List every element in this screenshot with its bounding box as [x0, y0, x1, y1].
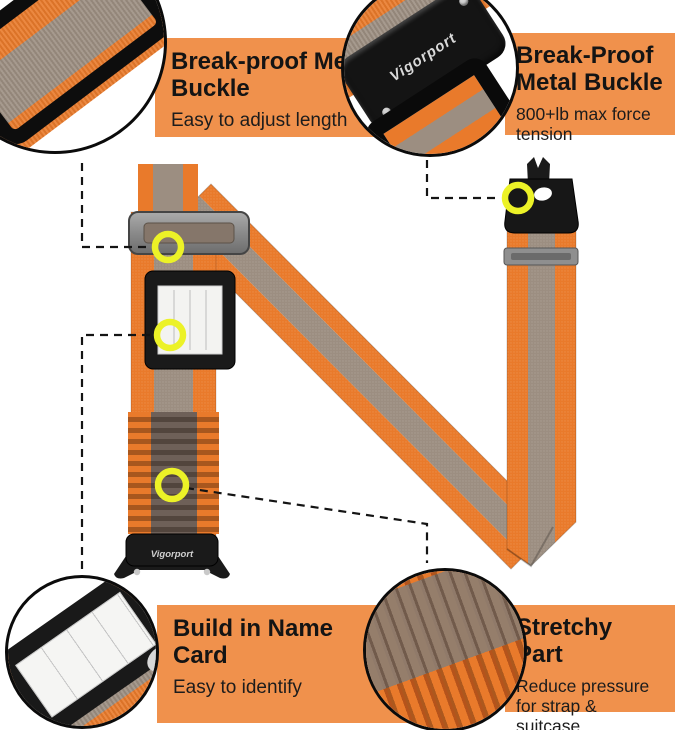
rivet-icon: [457, 0, 470, 8]
leader-line-top-right: [425, 160, 500, 200]
buckle-prong: [527, 157, 550, 184]
callout-body: 800+lb max force tension: [516, 103, 651, 144]
detail-circle-metal-buckle: Vigorport: [341, 0, 519, 157]
stretch-ribs-closeup: [366, 571, 524, 729]
callout-title: Build in Name Card: [173, 615, 334, 669]
callout-title: Break-proof Metal Buckle: [171, 48, 376, 102]
name-card: [144, 270, 236, 370]
highlight-markers: [151, 181, 535, 503]
callout-title: Stretchy Part: [516, 614, 613, 668]
strap-fold-shadow: [506, 526, 554, 568]
detail-circle-stretchy-part: [363, 568, 527, 730]
marker-name-card: [153, 318, 187, 352]
callout-title: Break-Proof Metal Buckle: [516, 42, 663, 96]
callout-top-right: Break-Proof Metal Buckle 800+lb max forc…: [505, 33, 675, 144]
leader-line-bottom-right: [185, 486, 429, 563]
leader-line-top-left: [80, 163, 150, 249]
rivet-icon: [133, 568, 141, 576]
marker-stretchy-part: [154, 467, 190, 503]
strap-diagonal: [168, 183, 554, 570]
stretchy-section: [128, 412, 219, 534]
rib-shadow-overlay: [366, 571, 524, 729]
callout-body: Easy to adjust length: [171, 109, 348, 131]
quick-release-buckle-male: [503, 157, 579, 266]
detail-circle-name-card: [5, 575, 159, 729]
callout-bottom-right: Stretchy Part Reduce pressure for strap …: [505, 605, 675, 730]
rivet-icon: [203, 568, 211, 576]
marker-slider-buckle: [151, 230, 185, 264]
marker-right-buckle: [501, 181, 535, 215]
leader-line-bottom-left: [80, 333, 150, 570]
buckle-hole: [534, 187, 552, 201]
slider-buckle: [128, 211, 250, 255]
quick-release-buckle-female: Vigorport: [114, 533, 230, 579]
brand-label-bottom-buckle: Vigorport: [151, 549, 194, 560]
strap-left-tail: [138, 164, 198, 216]
leader-lines: [80, 160, 500, 570]
strap-right: [506, 229, 577, 568]
callout-body: Reduce pressure for strap & suitcase: [516, 675, 650, 730]
callout-body: Easy to identify: [173, 676, 302, 698]
stretch-ribs: [128, 417, 219, 532]
